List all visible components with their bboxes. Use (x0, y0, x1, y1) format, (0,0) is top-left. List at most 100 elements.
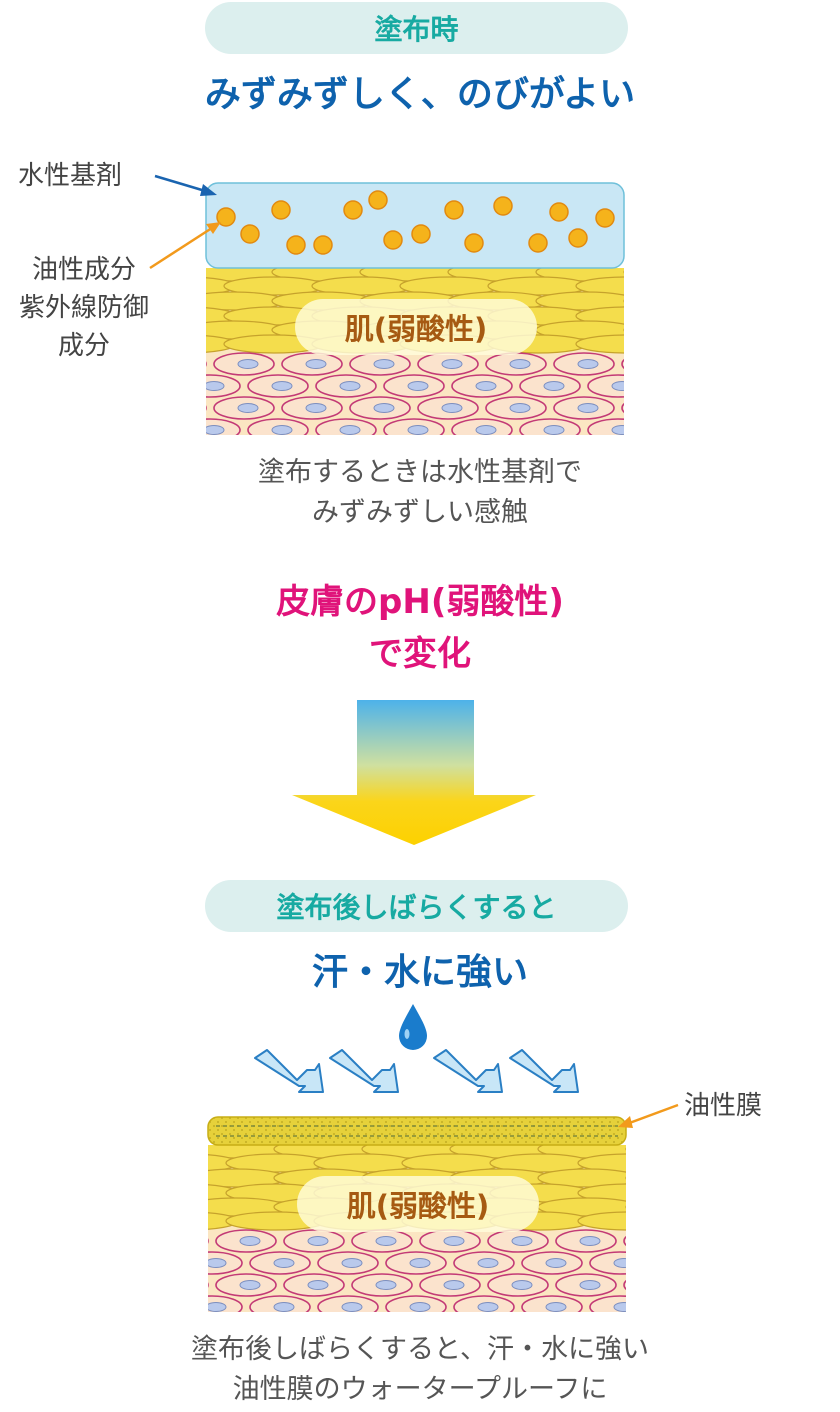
skin-cell-nucleus (237, 403, 259, 413)
water-drop-icon (399, 1004, 427, 1050)
skin-cell (206, 405, 207, 411)
water-base-layer (205, 182, 625, 269)
section-pill-after: 塗布後しばらくすると (205, 880, 628, 932)
oil-film-layer (207, 1116, 627, 1146)
skin-cell-nucleus (543, 425, 565, 435)
oil-dot (216, 207, 236, 227)
oil-dot (549, 202, 569, 222)
skin-cell-nucleus (409, 1258, 431, 1268)
oil-dot (493, 196, 513, 216)
skin-cell-horny (98, 1169, 198, 1187)
skin-cell (208, 1282, 209, 1288)
skin-label-bottom: 肌(弱酸性) (297, 1176, 539, 1232)
oil-dot (464, 233, 484, 253)
ph-change-text: 皮膚のpH(弱酸性) で変化 (0, 576, 840, 680)
skin-cell-nucleus (477, 1258, 499, 1268)
skin-cell-horny (625, 1147, 626, 1151)
caption-top: 塗布するときは水性基剤で みずみずしい感触 (0, 453, 840, 533)
skin-cell-nucleus (206, 425, 225, 435)
skin-cell-nucleus (511, 1280, 533, 1290)
skin-cell-nucleus (373, 403, 395, 413)
oil-dot (368, 190, 388, 210)
skin-cell-horny (625, 1176, 626, 1180)
leader-arrowhead-oil (206, 222, 221, 234)
skin-cell-horny (208, 1212, 239, 1230)
leader-line-film (623, 1103, 679, 1127)
skin-cell (589, 1251, 626, 1275)
skin-cell-nucleus (475, 425, 497, 435)
skin-cell-nucleus (237, 359, 259, 369)
skin-cell-nucleus (579, 1236, 601, 1246)
oil-dot (240, 224, 260, 244)
skin-cell-nucleus (271, 381, 293, 391)
skin-cell-nucleus (172, 1237, 192, 1246)
skin-cell-horny (98, 1140, 198, 1158)
change-arrow (292, 700, 536, 845)
skin-cell-nucleus (239, 1280, 261, 1290)
label-oil-line-3: 成分 (57, 331, 110, 361)
skin-cell-nucleus (305, 403, 327, 413)
oil-component-dots (216, 190, 615, 255)
skin-cell-nucleus (577, 359, 599, 369)
skin-cell-nucleus (170, 360, 190, 369)
skin-cell-nucleus (375, 1280, 397, 1290)
skin-cell-nucleus (648, 1281, 668, 1290)
skin-cell-horny (577, 1153, 626, 1173)
skin-cell-nucleus (407, 381, 429, 391)
skin-cell (208, 1238, 209, 1244)
skin-cell (623, 1279, 626, 1291)
skin-cell-nucleus (477, 1302, 499, 1312)
skin-cell-nucleus (375, 1236, 397, 1246)
skin-cell-nucleus (611, 425, 624, 435)
skin-cell-horny (98, 1198, 198, 1216)
leader-arrowhead-water (200, 184, 217, 196)
repel-arrow (254, 1049, 324, 1093)
skin-cell-nucleus (307, 1236, 329, 1246)
skin-cell-nucleus (613, 1258, 626, 1268)
skin-cell-nucleus (206, 381, 225, 391)
oil-dot (595, 208, 615, 228)
skin-cell-horny (575, 276, 624, 296)
label-oil-film: 油性膜 (684, 1091, 763, 1121)
skin-cell (623, 1235, 626, 1247)
ph-change-line-2: で変化 (369, 634, 471, 674)
skin-cell-horny (623, 270, 624, 274)
skin-cell-nucleus (545, 1302, 567, 1312)
caption-bottom-line-2: 油性膜のウォータープルーフに (232, 1374, 608, 1405)
skin-cell-nucleus (646, 404, 666, 413)
skin-cell-nucleus (172, 1281, 192, 1290)
oil-dot (286, 235, 306, 255)
repel-arrow (433, 1049, 503, 1093)
skin-cell-horny (623, 328, 624, 332)
skin-cell-nucleus (373, 359, 395, 369)
skin-cell-nucleus (646, 360, 666, 369)
skin-cell-nucleus (509, 403, 531, 413)
label-oil-uv: 油性成分 紫外線防御 成分 (0, 251, 168, 365)
repel-arrow (329, 1049, 399, 1093)
ph-change-line-1: 皮膚のpH(弱酸性) (276, 582, 564, 622)
skin-cell-nucleus (545, 1258, 567, 1268)
caption-top-line-2: みずみずしい感触 (312, 497, 528, 528)
oil-dot (411, 224, 431, 244)
oil-dot (528, 233, 548, 253)
skin-cell-nucleus (648, 1237, 668, 1246)
leader-arrowhead-film (618, 1116, 633, 1128)
skin-cell-nucleus (208, 1302, 227, 1312)
skin-cell-nucleus (441, 359, 463, 369)
oil-dot (313, 235, 333, 255)
leader-line-oil (149, 224, 216, 270)
skin-cell-nucleus (443, 1236, 465, 1246)
skin-cell (621, 402, 624, 414)
skin-cell-nucleus (613, 1302, 626, 1312)
skin-cell-nucleus (407, 425, 429, 435)
oil-dot (568, 228, 588, 248)
caption-bottom: 塗布後しばらくすると、汗・水に強い 油性膜のウォータープルーフに (0, 1330, 840, 1410)
skin-cell-nucleus (239, 1236, 261, 1246)
oil-dot (271, 200, 291, 220)
skin-cell-nucleus (543, 381, 565, 391)
repel-arrow (509, 1049, 579, 1093)
skin-cell-nucleus (339, 425, 361, 435)
skin-cell (587, 374, 624, 398)
skin-cell-nucleus (475, 381, 497, 391)
